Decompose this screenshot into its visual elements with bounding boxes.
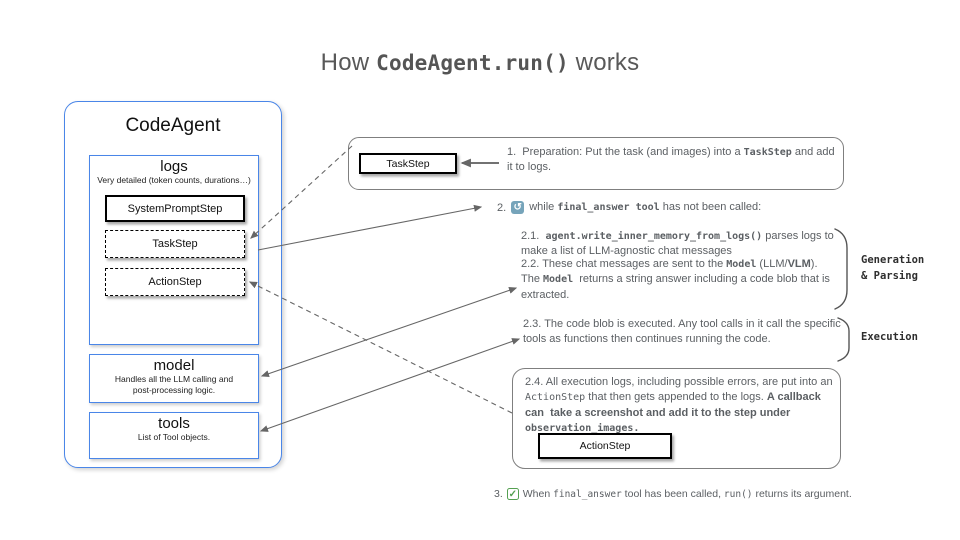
step24-a: 2.4. All execution logs, including possi… (525, 376, 836, 388)
step3-b: tool has been called, (621, 488, 724, 500)
step21-code: agent.write_inner_memory_from_logs() (545, 231, 763, 242)
step24-actionstep-chip: ActionStep (538, 433, 672, 459)
step22-b: (LLM/ (756, 258, 788, 270)
step22-a: 2.2. These chat messages are sent to the (521, 258, 727, 270)
logs-subtitle: Very detailed (token counts, durations…) (97, 175, 251, 185)
step23-text: 2.3. The code blob is executed. Any tool… (523, 318, 844, 346)
taskstep-chip: TaskStep (105, 230, 245, 258)
step1-text: 1. Preparation: Put the task (and images… (507, 145, 841, 176)
step1-box: TaskStep 1. Preparation: Put the task (a… (348, 137, 844, 190)
step21-rest: parses logs to make a list of LLM-agnost… (521, 230, 837, 258)
step2-line: 2. ↺ while final_answer tool has not bee… (497, 200, 761, 215)
step21-num: 2.1. (521, 230, 546, 242)
step1-text-b: and add it to logs. (507, 146, 838, 174)
step1-taskstep-chip: TaskStep (359, 153, 457, 174)
loop-icon: ↺ (511, 201, 525, 215)
step24-text: 2.4. All execution logs, including possi… (525, 375, 833, 437)
step24-code1: ActionStep (525, 392, 586, 404)
check-icon: ✓ (506, 488, 519, 501)
arrow-box24-to-actionstep (248, 281, 513, 414)
title-post: works (568, 49, 640, 76)
generation-parsing-label: Generation & Parsing (861, 254, 925, 282)
step2-number: 2. (497, 201, 507, 214)
model-box: model Handles all the LLM calling and po… (89, 354, 259, 403)
step22-code1: Model (726, 259, 757, 270)
step2-text-a: while (529, 201, 558, 213)
step24-code2: observation_images. (525, 423, 640, 435)
step22-d: returns a string answer including a code… (521, 273, 833, 301)
step3-line: 3. ✓ When final_answer tool has been cal… (494, 487, 852, 502)
step24-bold: A callback can take a screenshot and add… (525, 391, 824, 419)
step3-text: When final_answer tool has been called, … (523, 487, 852, 502)
tools-title: tools (158, 415, 190, 432)
step3-c: returns its argument. (752, 488, 852, 500)
page-title: How CodeAgent.run() works (0, 49, 960, 77)
tools-box: tools List of Tool objects. (89, 412, 259, 459)
title-pre: How (320, 49, 377, 76)
arrow-model-to-step22 (260, 287, 518, 377)
step3-a: When (522, 488, 554, 500)
step2-text-b: has not been called: (659, 201, 762, 213)
step2-text-code: final_answer tool (557, 202, 660, 213)
arrow-tools-to-step23 (259, 338, 521, 432)
model-subtitle: Handles all the LLM calling and post-pro… (114, 374, 234, 395)
step3-code2: run() (723, 489, 753, 500)
step1-text-a: 1. Preparation: Put the task (and images… (507, 146, 744, 158)
step3-code1: final_answer (553, 489, 622, 500)
tools-subtitle: List of Tool objects. (137, 432, 211, 442)
logs-title: logs (160, 158, 188, 175)
arrow-logs-to-step2 (257, 204, 483, 251)
step24-box: 2.4. All execution logs, including possi… (512, 368, 841, 469)
step24-b: that then gets appended to the logs. (585, 391, 767, 404)
codeagent-title: CodeAgent (125, 115, 221, 136)
step1-text-code: TaskStep (743, 147, 792, 158)
step2-text: while final_answer tool has not been cal… (529, 200, 761, 215)
title-code: CodeAgent.run() (376, 51, 569, 75)
step22-text: 2.2. These chat messages are sent to the… (521, 257, 839, 303)
systempromptstep-chip: SystemPromptStep (105, 195, 245, 222)
step22-code2: Model (543, 274, 574, 286)
step3-number: 3. (494, 488, 503, 501)
step22-bold: VLM (787, 258, 811, 270)
execution-label: Execution (861, 331, 918, 343)
model-title: model (153, 357, 195, 374)
actionstep-chip: ActionStep (105, 268, 245, 296)
codeagent-box: CodeAgent logs Very detailed (token coun… (64, 101, 282, 468)
step22-c: ). The (521, 258, 821, 286)
logs-box: logs Very detailed (token counts, durati… (89, 155, 259, 345)
step21-text: 2.1. agent.write_inner_memory_from_logs(… (521, 229, 839, 260)
